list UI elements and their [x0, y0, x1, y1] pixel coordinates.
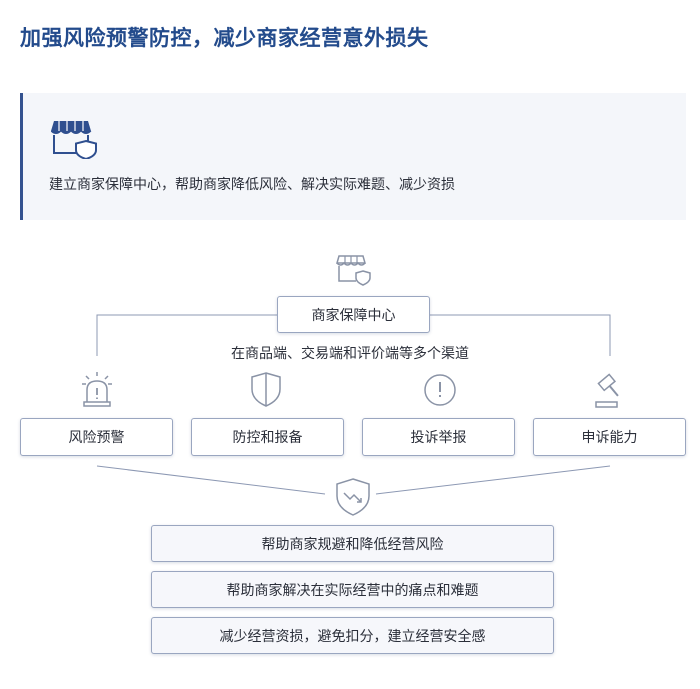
feature-prevention-reporting: 防控和报备: [191, 418, 344, 456]
outcome-item: 帮助商家解决在实际经营中的痛点和难题: [151, 571, 554, 608]
alarm-light-icon: [81, 372, 113, 408]
gavel-icon: [593, 372, 629, 408]
intro-card: 建立商家保障中心，帮助商家降低风险、解决实际难题、减少资损: [20, 93, 686, 220]
hub-channels-text: 在商品端、交易端和评价端等多个渠道: [231, 346, 469, 362]
alert-circle-icon: [423, 372, 457, 408]
outcome-item: 减少经营资损，避免扣分，建立经营安全感: [151, 617, 554, 654]
intro-text: 建立商家保障中心，帮助商家降低风险、解决实际难题、减少资损: [49, 177, 455, 193]
feature-appeal: 申诉能力: [533, 418, 686, 456]
outcome-item: 帮助商家规避和降低经营风险: [151, 525, 554, 562]
hub-box: 商家保障中心: [277, 296, 430, 333]
store-shield-icon: [51, 119, 101, 159]
shield-icon: [250, 372, 282, 408]
feature-risk-warning: 风险预警: [20, 418, 173, 456]
hub-store-icon: [336, 254, 372, 286]
page-title: 加强风险预警防控，减少商家经营意外损失: [20, 26, 429, 50]
shield-trend-down-icon: [335, 478, 371, 516]
feature-complaint-report: 投诉举报: [362, 418, 515, 456]
